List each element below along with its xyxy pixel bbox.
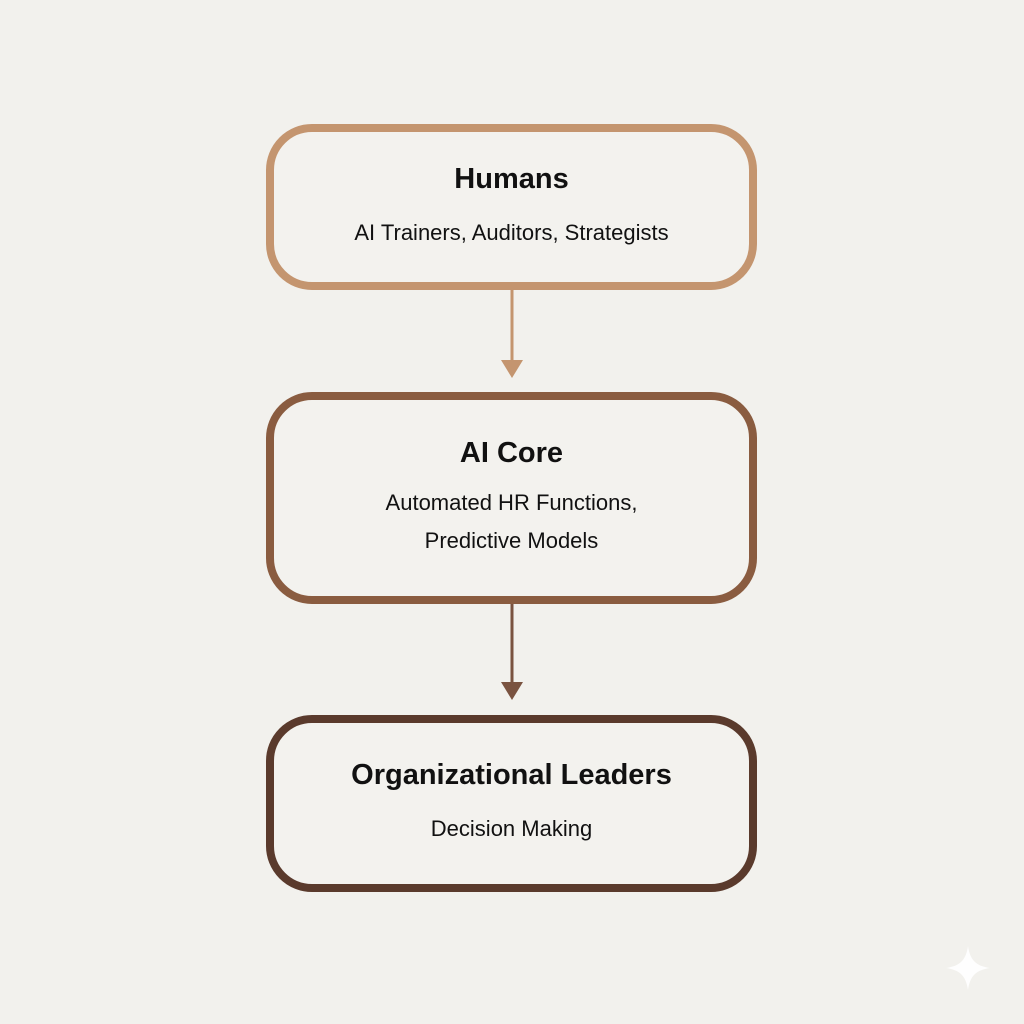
subtitle-line: Predictive Models [424,527,599,553]
subtitle-line: Automated HR Functions, [385,489,638,515]
arrow-down-icon [501,290,523,378]
node-title: AI Core [459,436,564,469]
node-humans: Humans AI Trainers, Auditors, Strategist… [266,124,757,290]
node-title: Humans [454,162,569,195]
sparkle-icon [946,946,990,990]
node-subtitle: Decision Making [430,816,593,841]
arrow-down-icon [501,604,523,700]
node-title: Organizational Leaders [351,759,672,791]
node-subtitle: AI Trainers, Auditors, Strategists [354,219,669,245]
node-organizational-leaders: Organizational Leaders Decision Making [266,715,757,892]
node-ai-core: AI Core Automated HR Functions, Predicti… [266,392,757,604]
node-subtitle: Automated HR Functions, Predictive Model… [386,484,638,560]
